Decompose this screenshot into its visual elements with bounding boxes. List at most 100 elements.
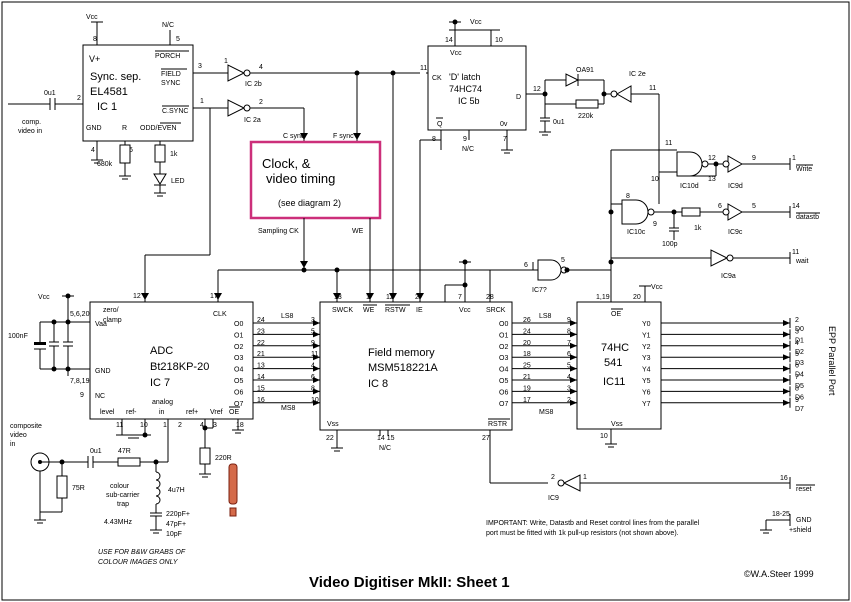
buf-input-pin: 9: [567, 317, 571, 324]
mem-output-pin: 25: [523, 363, 531, 370]
latch-top-vcc: Vcc: [470, 19, 482, 26]
mem-data-bus: O0269D0O1248D1O2207D2O3186D3O4255D4O5214…: [499, 317, 590, 408]
video-in-3: in: [10, 441, 16, 448]
trap-c2: 47pF+: [166, 521, 186, 528]
port-bus-arrow: [783, 354, 790, 361]
ic10d-p12: 12: [708, 155, 716, 162]
adc-part: Bt218KP-20: [150, 361, 209, 373]
r47-label: 47R: [118, 448, 131, 455]
sync-pin-sync: SYNC: [161, 80, 180, 87]
note-line1: IMPORTANT: Write, Datastb and Reset cont…: [486, 520, 700, 527]
mem-nc: N/C: [379, 445, 391, 452]
adc-ref-plus: ref+: [186, 409, 198, 416]
adc-bus-arrow: [313, 399, 320, 406]
latch-ic5b: 'D' latch 74HC74 IC 5b Vcc CK D Q 0v Vcc…: [420, 19, 660, 154]
buf-input-pin: 4: [567, 374, 571, 381]
port-bus-arrow: [783, 388, 790, 395]
ic2e-label: IC 2e: [629, 71, 646, 78]
port-pin-number: 3: [795, 328, 799, 335]
port-pin-number: 2: [795, 317, 799, 324]
r680k-label: 680k: [97, 161, 113, 168]
adc-output-pin: 13: [257, 363, 265, 370]
ic7-p6: 6: [524, 262, 528, 269]
ic10c-label: IC10c: [627, 229, 646, 236]
buf-p119: 1,19: [596, 294, 610, 301]
adc-name: ADC: [150, 345, 173, 357]
latch-cap-label: 0u1: [553, 119, 565, 126]
mem-output-pin: 20: [523, 340, 531, 347]
latch-q: Q: [437, 121, 443, 128]
sync-pin-csync: C.SYNC: [162, 108, 188, 115]
mem-ie: IE: [416, 307, 423, 314]
adc-p3: 3: [213, 422, 217, 429]
mem-output-label: O5: [499, 378, 508, 385]
adc-p5620: 5,6,20: [70, 311, 90, 318]
copyright: ©W.A.Steer 1999: [744, 569, 814, 579]
adc-ref: IC 7: [150, 377, 170, 389]
adc-nc: NC: [95, 393, 105, 400]
latch-p9: 9: [463, 136, 467, 143]
port-pin-label: D6: [795, 394, 804, 401]
ic2a-label: IC 2a: [244, 117, 261, 124]
mem-input-pin: 8: [311, 385, 315, 392]
control-gates: 11 10 12 13 IC10d IC9d 9 8 9 IC10c 100p: [524, 125, 820, 534]
adc-output-label: O3: [234, 355, 243, 362]
latch-p14: 14: [445, 37, 453, 44]
mem-output-label: O7: [499, 401, 508, 408]
page-title: Video Digitiser MkII: Sheet 1: [309, 574, 510, 591]
latch-p7: 7: [503, 136, 507, 143]
adc-p9: 9: [80, 392, 84, 399]
adc-p2: 2: [178, 422, 182, 429]
ic9d-p9: 9: [752, 155, 756, 162]
adc-output-label: O0: [234, 321, 243, 328]
adc-bus-arrow: [313, 354, 320, 361]
adc-p1: 1: [163, 422, 167, 429]
adc-output-label: O4: [234, 367, 243, 374]
port-gnd: GND: [796, 517, 812, 524]
port-pin-label: D0: [795, 326, 804, 333]
mem-output-pin: 17: [523, 397, 531, 404]
adc-ms8: MS8: [281, 405, 296, 412]
ic9-p1: 1: [583, 474, 587, 481]
ic9a-label: IC9a: [721, 273, 736, 280]
trap-c3: 10pF: [166, 531, 182, 538]
bw-note-1: USE FOR B&W GRABS OF: [98, 549, 186, 556]
sync-ref: IC 1: [97, 101, 117, 113]
mem-p1415: 14 15: [377, 435, 395, 442]
ic2b-in-pin: 1: [224, 58, 228, 65]
adc-clk: CLK: [213, 311, 227, 318]
mem-bus-arrow: [570, 377, 577, 383]
we-signal-label: WE: [352, 228, 364, 235]
mem-bus-arrow: [570, 388, 577, 395]
buf-vss: Vss: [611, 421, 623, 428]
latch-part: 74HC74: [449, 84, 482, 94]
latch-ck: CK: [432, 75, 442, 82]
sync-pin-oddeven: ODD/EVEN: [140, 125, 177, 132]
latch-vcc: Vcc: [450, 50, 462, 57]
adc-bus-arrow: [313, 342, 320, 349]
adc-output-pin: 16: [257, 397, 265, 404]
adc-output-label: O7: [234, 401, 243, 408]
mem-input-pin: 3: [311, 317, 315, 324]
adc-p7819: 7,8,19: [70, 378, 90, 385]
buf-p10: 10: [600, 433, 608, 440]
sync-separator-ic1: V+ PORCH FIELD SYNC C.SYNC Sync. sep. EL…: [8, 14, 204, 197]
adc-output-pin: 15: [257, 385, 265, 392]
adc-output-pin: 24: [257, 317, 265, 324]
adc-bus-arrow: [313, 365, 320, 372]
adc-ref-minus: ref-: [126, 409, 137, 416]
port-bus-arrow: [783, 342, 790, 349]
mem-p12: 12: [386, 294, 394, 301]
latch-p12: 12: [533, 86, 541, 93]
buf-input-pin: 7: [567, 340, 571, 347]
ic10d-label: IC10d: [680, 183, 699, 190]
ic9d-label: IC9d: [728, 183, 743, 190]
port-reset: reset: [796, 486, 812, 493]
adc-vcc-label: Vcc: [38, 294, 50, 301]
mem-rstw: RSTW: [385, 307, 406, 314]
port-bus-arrow: [783, 331, 790, 338]
ic10c-p9: 9: [653, 221, 657, 228]
mem-input-pin: 11: [311, 351, 318, 358]
port-pin-number: 4: [795, 340, 799, 347]
video-input: composite video in 75R 0u1 47R 4u7H colo…: [10, 423, 190, 538]
